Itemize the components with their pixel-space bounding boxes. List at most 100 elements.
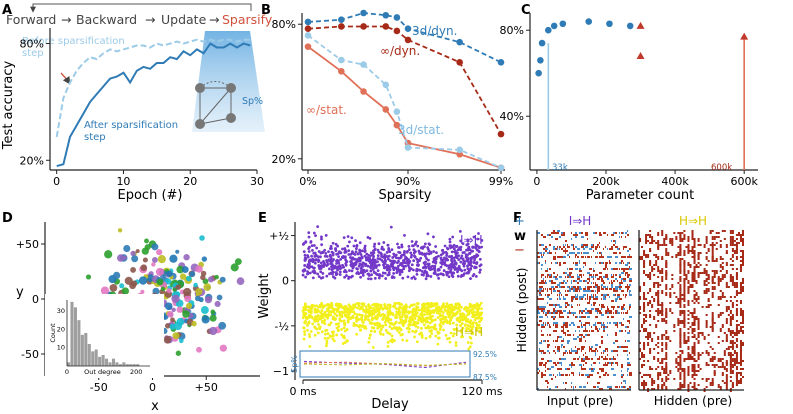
f-hh-cell (643, 306, 646, 310)
f-ih-cell (617, 248, 619, 250)
f-hh-cell (741, 234, 744, 236)
f-hh-cell (655, 324, 658, 326)
e-point-ih (396, 261, 399, 265)
e-point-hh (398, 315, 402, 319)
f-ih-cell (607, 274, 608, 276)
f-hh-cell (671, 312, 674, 314)
f-ih-cell (607, 334, 608, 336)
f-hh-cell (657, 304, 660, 306)
e-point-ih (301, 273, 305, 277)
e-point-ih (377, 242, 381, 246)
e-point-hh (364, 314, 368, 317)
f-ih-cell (541, 358, 544, 360)
f-ih-cell (555, 276, 557, 278)
e-point-ih (392, 271, 396, 275)
f-hh-cell (655, 260, 658, 264)
f-hh-cell (665, 344, 668, 346)
f-ih-cell (591, 296, 593, 298)
f-ih-cell (605, 274, 607, 276)
e-point-ih (473, 255, 477, 259)
f-hh-cell (665, 244, 668, 246)
f-ih-cell (537, 308, 540, 310)
e-ytick-label: −1 (273, 365, 289, 378)
f-hh-cell (665, 362, 668, 364)
f-ih-cell (579, 316, 581, 318)
f-ih-cell (571, 296, 574, 298)
f-ih-cell (585, 312, 587, 314)
f-ih-cell (537, 256, 539, 258)
f-ih-cell (557, 336, 559, 338)
e-point-hh (367, 303, 371, 307)
f-ih-cell (587, 272, 590, 274)
f-hh-cell (711, 270, 714, 272)
f-hh-cell (735, 234, 738, 236)
e-point-ih (411, 268, 415, 272)
label-before-1: Before sparsification (22, 36, 125, 47)
d-point (199, 235, 205, 241)
d-point (169, 254, 178, 263)
e-point-hh (313, 307, 317, 311)
d-point (175, 350, 182, 356)
f-hh-cell (715, 270, 718, 274)
f-ih-cell (553, 248, 556, 250)
f-ih-cell (545, 312, 548, 314)
e-point-ih (397, 246, 401, 249)
f-hh-cell (689, 358, 692, 360)
e-point-ih (344, 270, 348, 274)
f-hh-cell (677, 300, 680, 304)
f-hh-cell (731, 284, 734, 286)
f-hh-cell (657, 312, 660, 316)
f-ih-cell (571, 298, 573, 300)
f-hh-cell (709, 304, 712, 306)
e-point-hh (386, 311, 390, 315)
f-hh-cell (721, 324, 724, 328)
f-ih-cell (563, 358, 566, 360)
f-hh-cell (697, 298, 700, 300)
a-xtick-label: 30 (250, 175, 264, 188)
f-ih-cell (581, 360, 583, 362)
e-point-hh (353, 312, 357, 316)
f-ih-cell (555, 364, 557, 366)
f-ih-cell (541, 306, 544, 308)
f-hh-cell (729, 276, 732, 278)
e-point-ih (345, 274, 348, 277)
f-hh-cell (661, 342, 664, 346)
f-hh-cell (729, 346, 732, 348)
f-ih-cell (553, 232, 555, 234)
e-point-hh (390, 327, 394, 331)
f-ih-cell (617, 364, 618, 366)
e-point-hh (307, 314, 311, 318)
f-ih-cell (625, 246, 627, 248)
f-hh-cell (739, 250, 742, 252)
c-triangle-point (636, 52, 645, 60)
e-point-ih (467, 252, 471, 256)
e-point-hh (340, 313, 344, 317)
f-hh-cell (683, 358, 686, 360)
f-ih-cell (623, 308, 625, 310)
f-hh-cell (719, 296, 722, 300)
f-ih-cell (553, 374, 554, 376)
f-hh-cell (639, 256, 642, 260)
e-point-ih (443, 261, 447, 264)
f-ih-cell (547, 350, 549, 352)
f-ih-cell (581, 244, 584, 246)
f-ih-cell (539, 282, 542, 284)
f-hh-cell (709, 358, 712, 362)
f-ih-cell (541, 362, 543, 364)
f-ih-cell (597, 386, 599, 388)
f-ih-cell (605, 268, 606, 270)
e-point-ih (469, 260, 473, 264)
f-hh-cell (707, 342, 710, 344)
f-ih-cell (539, 256, 540, 258)
f-ih-cell (567, 280, 568, 282)
e-point-ih (362, 268, 366, 272)
f-ih-cell (545, 352, 546, 354)
f-ih-cell (601, 356, 603, 358)
f-hh-cell (643, 330, 646, 332)
f-ih-cell (615, 278, 617, 280)
f-ih-cell (609, 310, 612, 312)
f-ih-cell (571, 306, 573, 308)
e-point-hh (342, 319, 346, 323)
e-point-hh (400, 303, 404, 306)
e-point-ih (406, 275, 410, 279)
